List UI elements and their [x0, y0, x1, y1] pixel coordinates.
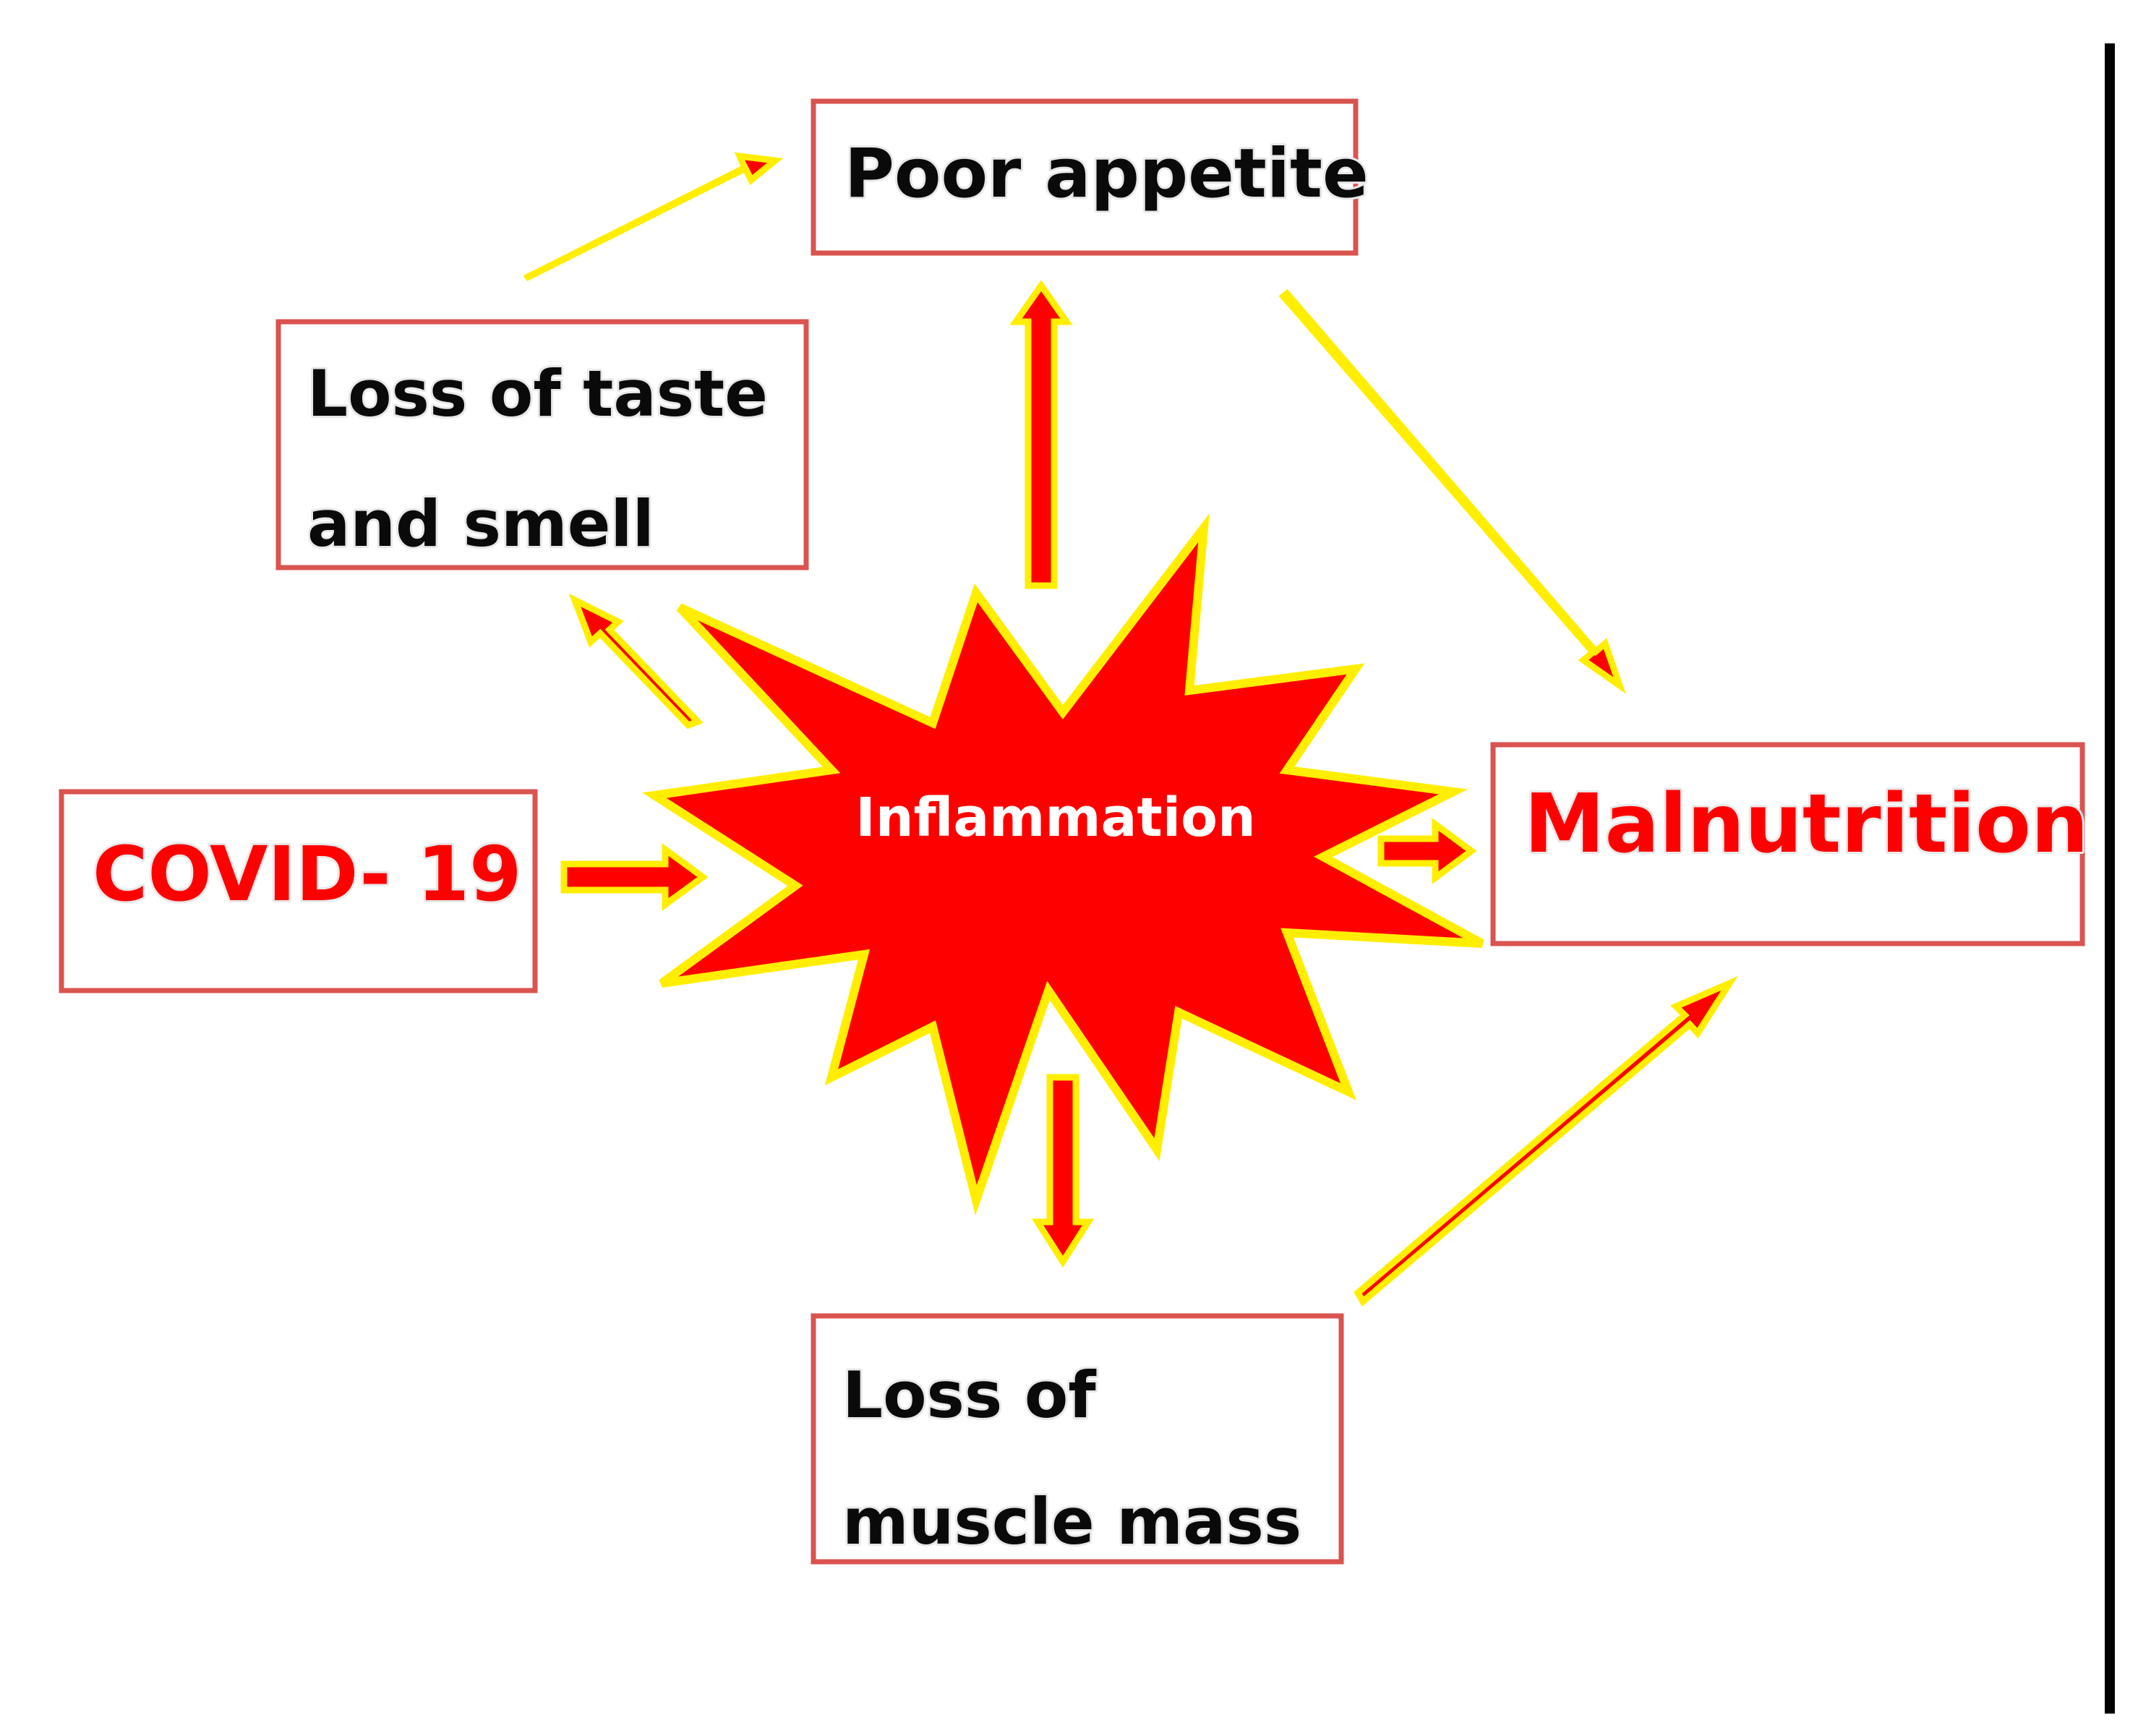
arrow-covid-to-inflammation — [560, 843, 709, 911]
label-muscle-line1: Loss of — [842, 1358, 1097, 1432]
label-muscle-line2: muscle mass — [842, 1484, 1301, 1559]
box-loss-muscle-mass — [811, 1313, 1344, 1565]
arrow-inflammation-to-malnutrition — [1377, 818, 1477, 884]
box-malnutrition — [1490, 742, 2085, 946]
box-loss-taste-smell — [275, 319, 809, 570]
label-loss-taste-line1: Loss of taste — [307, 356, 768, 431]
label-covid: COVID- 19 — [93, 830, 521, 918]
arrow-muscle-to-malnutrition — [1354, 976, 1738, 1307]
arrow-poor-appetite-to-malnutrition — [1278, 288, 1626, 694]
box-covid — [59, 789, 538, 993]
box-poor-appetite — [811, 98, 1359, 256]
inflammation-burst — [642, 513, 1484, 1216]
arrow-inflammation-to-poor-appetite — [1009, 280, 1073, 589]
arrow-inflammation-to-muscle-mass — [1031, 1074, 1095, 1268]
label-inflammation: Inflammation — [855, 787, 1255, 849]
label-malnutrition: Malnutrition — [1524, 777, 2089, 871]
arrow-inflammation-to-taste — [568, 593, 704, 730]
arrow-taste-to-poor-appetite — [523, 152, 784, 282]
label-loss-taste-line2: and smell — [307, 487, 654, 561]
label-poor-appetite: Poor appetite — [844, 134, 1369, 213]
